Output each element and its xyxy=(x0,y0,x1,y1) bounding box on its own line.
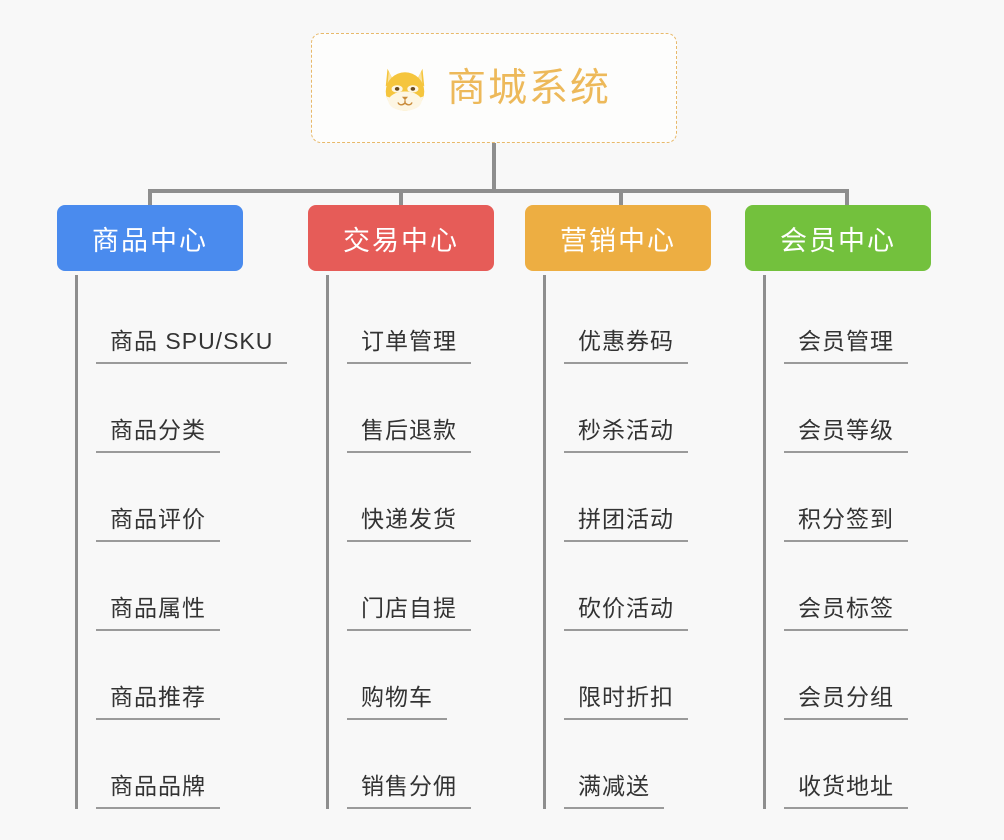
leaf-item[interactable]: 销售分佣 xyxy=(347,720,528,809)
leaf-item-label: 会员标签 xyxy=(784,589,908,631)
connector-drop-4 xyxy=(845,189,849,211)
leaf-item-label: 门店自提 xyxy=(347,589,471,631)
leaf-list-trade: 订单管理 售后退款 快递发货 门店自提 购物车 销售分佣 xyxy=(326,275,528,809)
branch-header-product[interactable]: 商品中心 xyxy=(57,205,243,271)
leaf-item[interactable]: 会员标签 xyxy=(784,542,960,631)
leaf-item-label: 收货地址 xyxy=(784,767,908,809)
leaf-item-label: 售后退款 xyxy=(347,411,471,453)
leaf-item[interactable]: 快递发货 xyxy=(347,453,528,542)
branch-header-trade[interactable]: 交易中心 xyxy=(308,205,494,271)
connector-drop-2 xyxy=(399,189,403,211)
connector-drop-1 xyxy=(148,189,152,211)
branch-header-member[interactable]: 会员中心 xyxy=(745,205,931,271)
leaf-item-label: 秒杀活动 xyxy=(564,411,688,453)
branch-header-marketing[interactable]: 营销中心 xyxy=(525,205,711,271)
leaf-item-label: 订单管理 xyxy=(347,322,471,364)
branch-header-label: 营销中心 xyxy=(560,225,676,256)
leaf-item-label: 商品 SPU/SKU xyxy=(96,322,288,364)
leaf-item[interactable]: 会员分组 xyxy=(784,631,960,720)
leaf-item[interactable]: 商品属性 xyxy=(96,542,297,631)
leaf-item[interactable]: 拼团活动 xyxy=(564,453,735,542)
leaf-item-label: 优惠券码 xyxy=(564,322,688,364)
leaf-item[interactable]: 收货地址 xyxy=(784,720,960,809)
leaf-item-label: 会员管理 xyxy=(784,322,908,364)
leaf-item[interactable]: 砍价活动 xyxy=(564,542,735,631)
leaf-item[interactable]: 秒杀活动 xyxy=(564,364,735,453)
branch-header-label: 商品中心 xyxy=(92,225,208,256)
leaf-item-label: 会员等级 xyxy=(784,411,908,453)
leaf-item[interactable]: 商品推荐 xyxy=(96,631,297,720)
branch-column-product: 商品中心 商品 SPU/SKU 商品分类 商品评价 商品属性 商品推荐 商品品牌 xyxy=(57,205,297,809)
leaf-item[interactable]: 积分签到 xyxy=(784,453,960,542)
leaf-item[interactable]: 会员管理 xyxy=(784,275,960,364)
leaf-item[interactable]: 商品 SPU/SKU xyxy=(96,275,297,364)
leaf-item[interactable]: 满减送 xyxy=(564,720,735,809)
leaf-item-label: 销售分佣 xyxy=(347,767,471,809)
root-node[interactable]: 商城系统 xyxy=(311,33,677,143)
leaf-item-label: 购物车 xyxy=(347,678,447,720)
leaf-item[interactable]: 订单管理 xyxy=(347,275,528,364)
leaf-item[interactable]: 商品评价 xyxy=(96,453,297,542)
leaf-item-label: 商品评价 xyxy=(96,500,220,542)
leaf-list-marketing: 优惠券码 秒杀活动 拼团活动 砍价活动 限时折扣 满减送 xyxy=(543,275,735,809)
leaf-item-label: 商品分类 xyxy=(96,411,220,453)
leaf-item-label: 快递发货 xyxy=(347,500,471,542)
leaf-item-label: 商品推荐 xyxy=(96,678,220,720)
leaf-item[interactable]: 限时折扣 xyxy=(564,631,735,720)
leaf-item[interactable]: 门店自提 xyxy=(347,542,528,631)
leaf-item[interactable]: 商品分类 xyxy=(96,364,297,453)
leaf-item-label: 拼团活动 xyxy=(564,500,688,542)
root-title: 商城系统 xyxy=(446,66,611,110)
leaf-item-label: 商品属性 xyxy=(96,589,220,631)
connector-drop-3 xyxy=(619,189,623,211)
branch-header-label: 交易中心 xyxy=(343,225,459,256)
leaf-list-member: 会员管理 会员等级 积分签到 会员标签 会员分组 收货地址 xyxy=(763,275,960,809)
leaf-item-label: 满减送 xyxy=(564,767,664,809)
connector-root-stem xyxy=(492,143,496,191)
connector-horizontal-bus xyxy=(148,189,848,193)
shiba-dog-face-icon xyxy=(377,60,433,116)
leaf-item-label: 砍价活动 xyxy=(564,589,688,631)
branch-column-member: 会员中心 会员管理 会员等级 积分签到 会员标签 会员分组 收货地址 xyxy=(745,205,960,809)
leaf-item[interactable]: 购物车 xyxy=(347,631,528,720)
leaf-item[interactable]: 商品品牌 xyxy=(96,720,297,809)
branch-column-trade: 交易中心 订单管理 售后退款 快递发货 门店自提 购物车 销售分佣 xyxy=(308,205,528,809)
leaf-item[interactable]: 会员等级 xyxy=(784,364,960,453)
leaf-item-label: 会员分组 xyxy=(784,678,908,720)
leaf-item[interactable]: 售后退款 xyxy=(347,364,528,453)
leaf-item[interactable]: 优惠券码 xyxy=(564,275,735,364)
branch-column-marketing: 营销中心 优惠券码 秒杀活动 拼团活动 砍价活动 限时折扣 满减送 xyxy=(525,205,735,809)
leaf-item-label: 商品品牌 xyxy=(96,767,220,809)
leaf-list-product: 商品 SPU/SKU 商品分类 商品评价 商品属性 商品推荐 商品品牌 xyxy=(75,275,297,809)
branch-header-label: 会员中心 xyxy=(780,225,896,256)
leaf-item-label: 限时折扣 xyxy=(564,678,688,720)
leaf-item-label: 积分签到 xyxy=(784,500,908,542)
